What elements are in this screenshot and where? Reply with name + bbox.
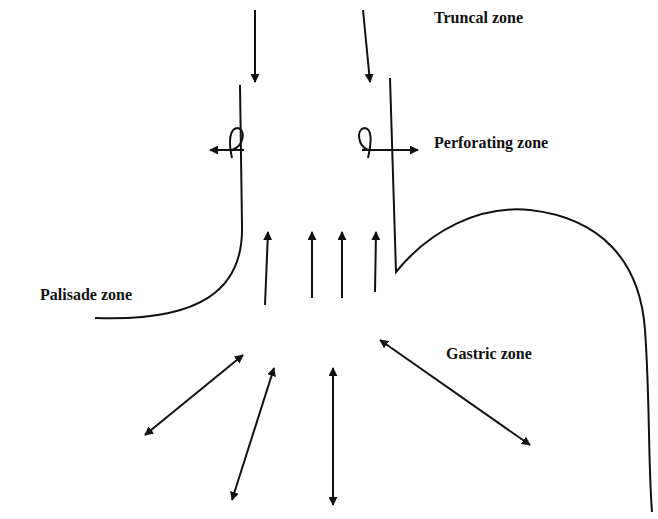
zone-label: Perforating zone — [432, 133, 550, 152]
zone-label: Truncal zone — [432, 8, 525, 27]
zone-label: Gastric zone — [444, 344, 534, 363]
zone-label: Palisade zone — [38, 285, 134, 304]
